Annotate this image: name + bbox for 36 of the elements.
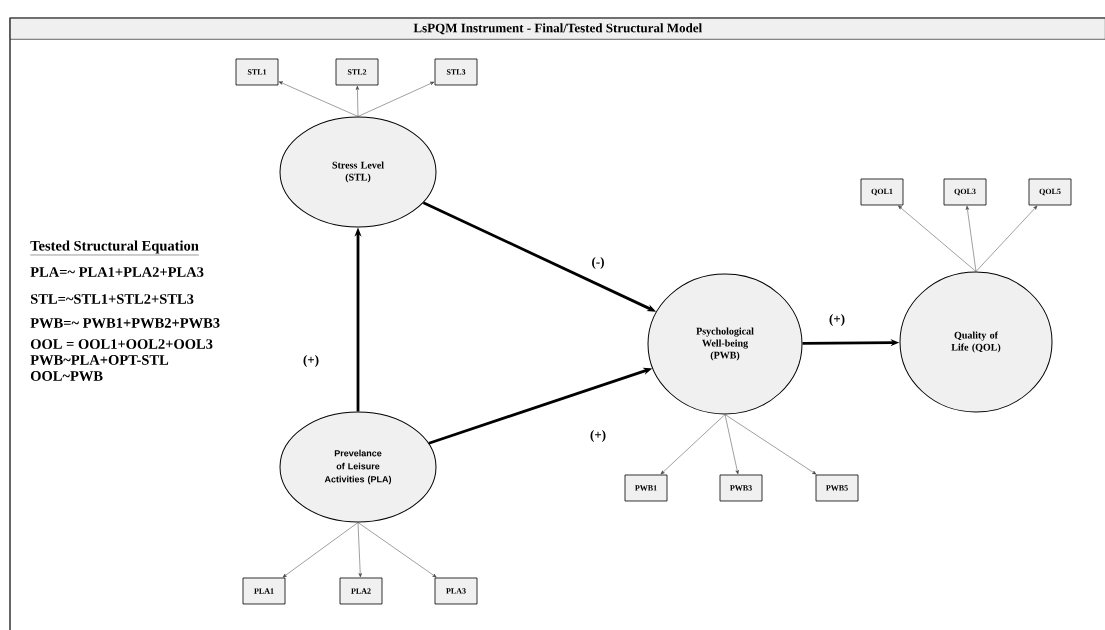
edge-label: (+) — [588, 429, 608, 443]
indicator-box: QOL1 — [860, 178, 904, 206]
equation-text: PWB=~ PWB1+PWB2+PWB3 — [30, 318, 220, 328]
equation-text: OOL~PWB — [30, 371, 103, 381]
arrow — [355, 85, 360, 117]
indicator-box: PWB5 — [815, 474, 859, 502]
equation-text: Tested Structural Equation — [30, 240, 200, 256]
indicator-box: STL1 — [235, 58, 279, 86]
arrow — [724, 414, 739, 475]
arrow — [965, 205, 977, 272]
indicator-box: PLA3 — [434, 577, 478, 605]
indicator-box: STL2 — [335, 58, 379, 86]
edge-label: (+) — [301, 354, 321, 368]
arrow — [898, 205, 977, 272]
arrow — [357, 81, 435, 117]
arrow — [282, 522, 359, 578]
equation-text: PWB~PLA+OPT-STL — [30, 355, 169, 365]
edge-label: (-) — [590, 256, 606, 270]
indicator-box: QOL5 — [1028, 178, 1072, 206]
arrow — [660, 414, 726, 475]
equation-text: PLA=~ PLA1+PLA2+PLA3 — [30, 267, 204, 277]
indicator-box: QOL3 — [943, 178, 987, 206]
arrow — [357, 522, 362, 578]
indicator-box: PLA1 — [242, 577, 286, 605]
indicator-box: PWB1 — [624, 474, 668, 502]
edge-label: (+) — [828, 313, 847, 327]
indicator-box: PWB3 — [719, 474, 763, 502]
arrow — [278, 81, 359, 117]
equation-text: OOL = OOL1+OOL2+OOL3 — [30, 339, 213, 349]
arrow — [724, 414, 817, 475]
title-bar: LsPQM Instrument - Final/Tested Structural Model — [10, 18, 1105, 40]
indicator-box: STL3 — [434, 58, 478, 86]
arrow — [357, 522, 437, 578]
indicator-box: PLA2 — [339, 577, 383, 605]
equation-text: STL=~STL1+STL2+STL3 — [30, 294, 194, 304]
arrow — [975, 205, 1038, 272]
